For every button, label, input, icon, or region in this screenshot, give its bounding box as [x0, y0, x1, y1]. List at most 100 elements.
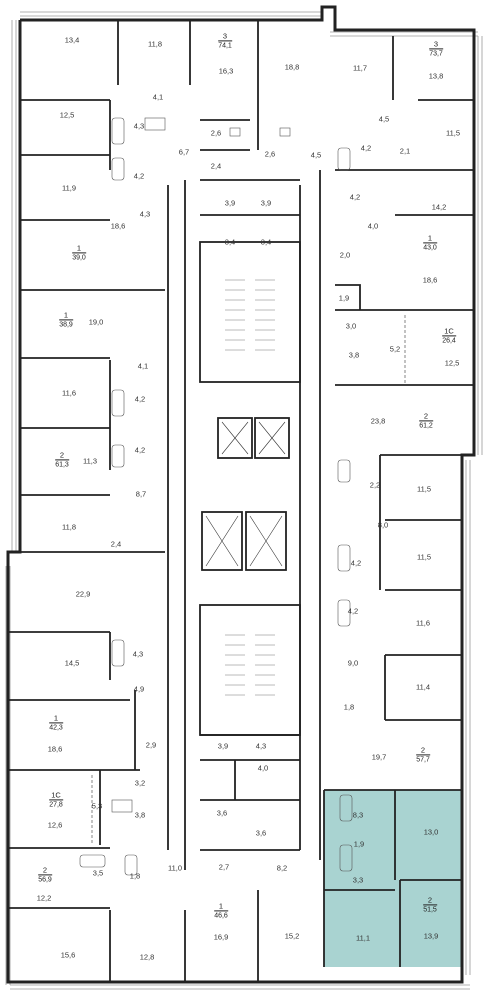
highlighted-apartment[interactable]: [324, 790, 463, 967]
room-area: 4,1: [137, 361, 149, 371]
room-area: 4,2: [134, 445, 146, 455]
room-area: 3,8: [348, 350, 360, 360]
apartment-area: 26,4: [442, 335, 456, 345]
room-area: 11,5: [445, 128, 461, 138]
room-area: 22,9: [75, 589, 91, 599]
room-area: 2,1: [399, 146, 411, 156]
room-area: 4,3: [139, 209, 151, 219]
room-area: 13,8: [428, 71, 444, 81]
apartment-type: 2: [423, 411, 429, 421]
apartment-area: 61,3: [55, 459, 69, 469]
room-area: 3,6: [216, 808, 228, 818]
room-area: 11,5: [416, 552, 432, 562]
apartment-type: 3: [433, 39, 439, 49]
room-area: 6,7: [178, 147, 190, 157]
room-area: 13,4: [64, 35, 80, 45]
room-area: 4,2: [134, 394, 146, 404]
room-area: 5,3: [91, 801, 103, 811]
apartment-area: 56,9: [38, 874, 52, 884]
apartment-type: 2: [42, 865, 48, 875]
apartment-area: 43,0: [423, 242, 437, 252]
room-area: 4,3: [133, 121, 145, 131]
room-area: 12,5: [444, 358, 460, 368]
room-area: 3,6: [255, 828, 267, 838]
room-area: 1,8: [129, 871, 141, 881]
room-area: 11,4: [415, 682, 431, 692]
room-area: 19,0: [88, 317, 104, 327]
room-area: 11,8: [61, 522, 77, 532]
exterior-walls: [6, 5, 476, 984]
room-area: 3,3: [352, 875, 364, 885]
room-area: 11,6: [415, 618, 431, 628]
room-area: 4,5: [378, 114, 390, 124]
apartment-type: 1: [76, 243, 82, 253]
room-area: 4,0: [367, 221, 379, 231]
room-area: 11,5: [416, 484, 432, 494]
room-area: 3,4: [224, 237, 236, 247]
room-area: 11,9: [61, 183, 77, 193]
room-area: 8,0: [377, 520, 389, 530]
room-area: 16,9: [213, 932, 229, 942]
room-area: 3,9: [260, 198, 272, 208]
room-area: 3,8: [134, 810, 146, 820]
room-area: 2,4: [110, 539, 122, 549]
apartment-area: 27,8: [49, 799, 63, 809]
apartment-type: 1С: [444, 326, 454, 336]
room-area: 18,6: [47, 744, 63, 754]
apartment-type: 1: [63, 310, 69, 320]
apartment-area: 74,1: [218, 40, 232, 50]
room-area: 4,2: [350, 558, 362, 568]
room-area: 15,6: [60, 950, 76, 960]
apartment-type: 1: [53, 713, 59, 723]
room-area: 4,0: [257, 763, 269, 773]
apartment-type: 1С: [51, 790, 61, 800]
room-area: 4,9: [133, 684, 145, 694]
room-area: 3,9: [217, 741, 229, 751]
room-area: 11,1: [355, 933, 371, 943]
room-area: 16,3: [218, 66, 234, 76]
room-area: 3,2: [134, 778, 146, 788]
apartment-area: 73,7: [429, 48, 443, 58]
apartment-area: 57,7: [416, 754, 430, 764]
apartment-type: 2: [427, 895, 433, 905]
room-area: 14,5: [64, 658, 80, 668]
room-area: 2,6: [210, 128, 222, 138]
apartment-area: 39,0: [72, 252, 86, 262]
room-area: 11,7: [352, 63, 368, 73]
apartment-type: 3: [222, 31, 228, 41]
room-area: 14,2: [431, 202, 447, 212]
apartment-area: 46,6: [214, 910, 228, 920]
room-area: 8,7: [135, 489, 147, 499]
room-area: 3,5: [92, 868, 104, 878]
room-area: 3,4: [260, 237, 272, 247]
room-area: 15,2: [284, 931, 300, 941]
room-area: 11,8: [147, 39, 163, 49]
room-area: 2,4: [210, 161, 222, 171]
apartment-type: 1: [427, 233, 433, 243]
room-area: 4,1: [152, 92, 164, 102]
room-area: 18,8: [284, 62, 300, 72]
apartment-type: 2: [59, 450, 65, 460]
room-area: 4,5: [310, 150, 322, 160]
room-area: 4,2: [133, 171, 145, 181]
room-area: 12,5: [59, 110, 75, 120]
apartment-area: 61,2: [419, 420, 433, 430]
room-area: 4,3: [255, 741, 267, 751]
room-area: 1,8: [343, 702, 355, 712]
room-area: 12,6: [47, 820, 63, 830]
